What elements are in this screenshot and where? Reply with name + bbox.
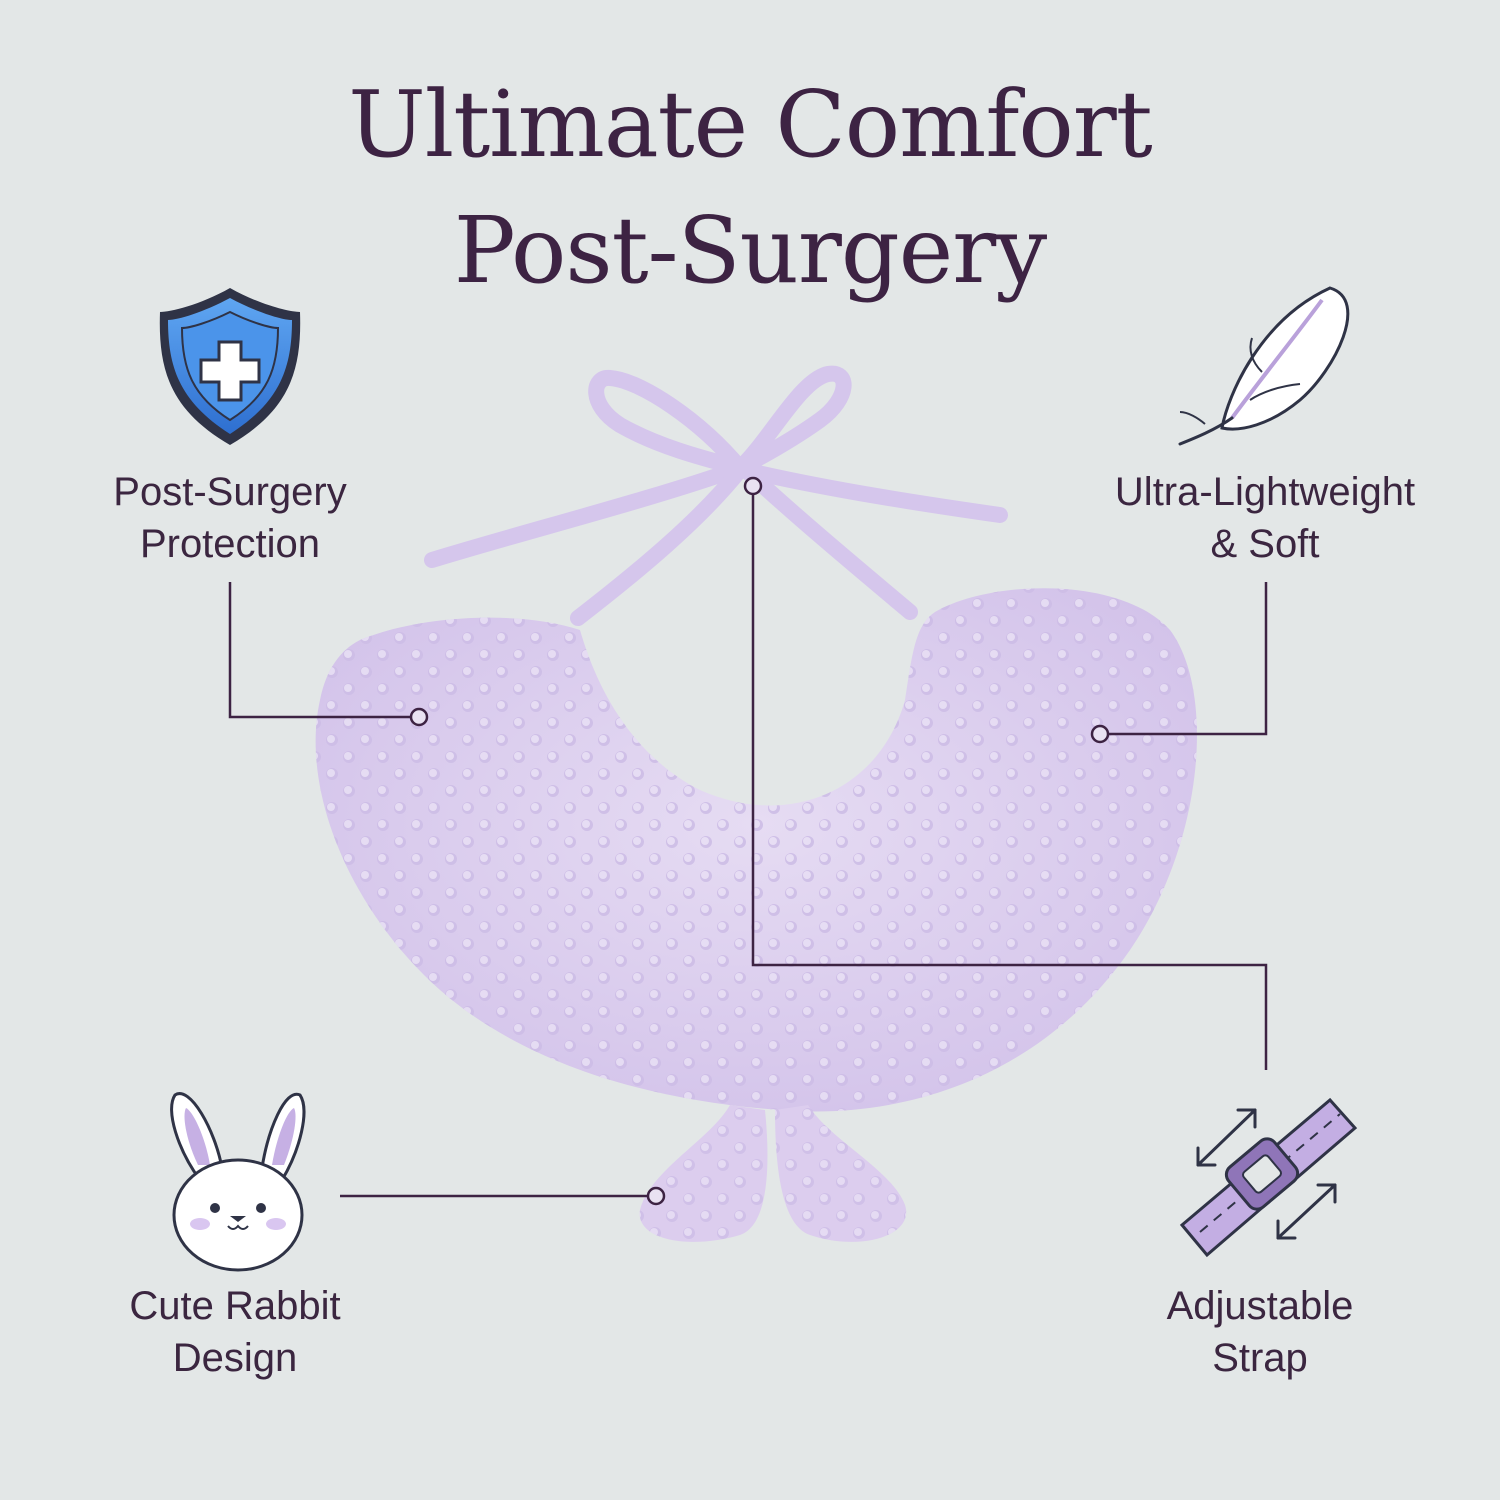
pillow-strap [424, 365, 1008, 626]
feature-lightweight-line-1: Ultra-Lightweight [1114, 470, 1416, 514]
title-line-2: Post-Surgery [453, 197, 1047, 304]
callout-lines [228, 494, 1268, 1198]
feature-strap-line-1: Adjustable [1166, 1284, 1354, 1328]
feature-strap-line-2: Strap [1212, 1336, 1308, 1380]
feature-lightweight-line-2: & Soft [1210, 522, 1320, 566]
page-title: Ultimate Comfort Post-Surgery [0, 62, 1500, 314]
callout-protection [228, 582, 411, 719]
feature-label-protection: Post-Surgery Protection [70, 466, 390, 570]
feather-icon [1178, 286, 1350, 446]
callout-lightweight [1108, 582, 1268, 736]
feature-label-lightweight: Ultra-Lightweight & Soft [1070, 466, 1460, 570]
feature-label-rabbit: Cute Rabbit Design [80, 1280, 390, 1384]
rabbit-icon [170, 1092, 306, 1272]
callout-strap [751, 494, 1268, 1070]
feature-rabbit-line-1: Cute Rabbit [129, 1284, 341, 1328]
title-line-1: Ultimate Comfort [348, 71, 1153, 178]
pillow [315, 588, 1197, 1242]
strap-buckle-icon [1179, 1097, 1358, 1258]
feature-label-strap: Adjustable Strap [1110, 1280, 1410, 1384]
shield-cross-icon [159, 288, 301, 445]
feature-protection-line-2: Protection [139, 522, 321, 566]
callout-dots [409, 476, 1110, 1206]
feature-protection-line-1: Post-Surgery [113, 470, 347, 514]
feature-rabbit-line-2: Design [172, 1336, 298, 1380]
